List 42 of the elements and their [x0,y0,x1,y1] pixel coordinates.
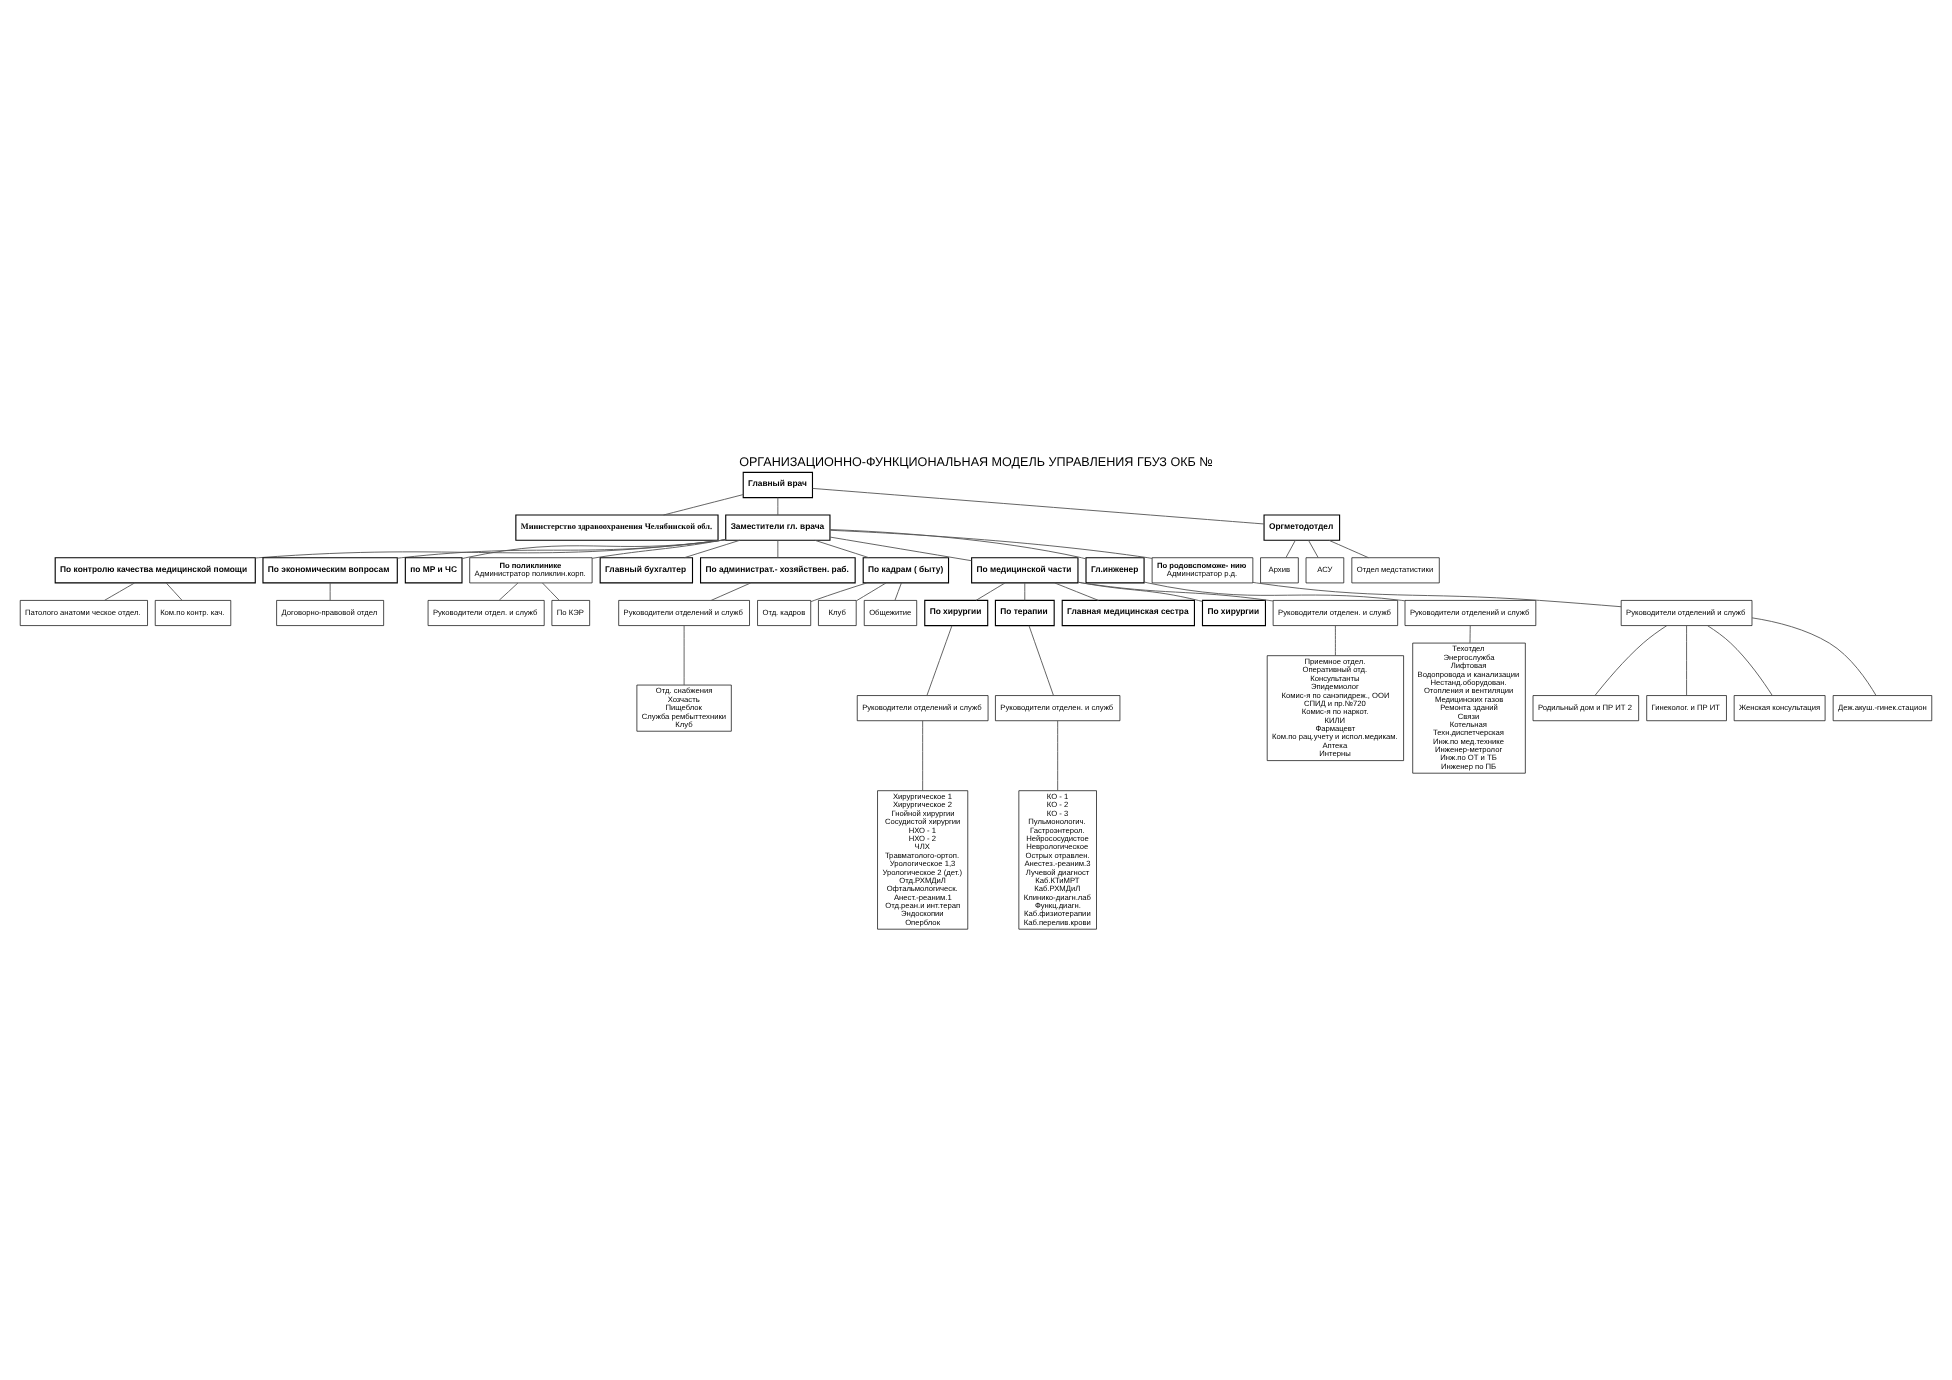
connector [829,528,1153,558]
connector [1686,624,1688,695]
connector [165,581,183,600]
connector [683,624,685,685]
connector [542,581,560,600]
connector [814,538,870,558]
connector [926,624,953,695]
connector [1024,581,1026,600]
connector [812,486,1265,524]
connector [810,581,868,602]
connector [1285,538,1296,558]
connector [1077,580,1274,601]
connector [1334,624,1336,655]
connector [1751,616,1877,695]
connector [1308,538,1319,558]
connector [498,581,519,600]
connector [894,581,902,600]
connector [461,538,726,559]
connector [104,581,136,600]
connector [922,719,924,790]
connector [777,538,779,558]
connector [591,538,726,558]
connector [1054,581,1099,600]
connector [777,496,779,515]
connector [683,538,741,558]
connector [1143,580,1406,601]
connector [829,528,1087,559]
connector [1707,624,1773,695]
connector [1469,624,1471,643]
connector [855,581,887,601]
connector [329,581,331,600]
connector [255,538,726,558]
connector [1028,624,1054,695]
connector [710,581,752,600]
connector [1252,580,1622,607]
connector [1594,624,1668,695]
connector [396,538,726,558]
connector [663,493,744,515]
connector [1328,538,1369,558]
connector [975,581,1006,600]
connector [829,535,972,561]
connector [1057,719,1059,790]
